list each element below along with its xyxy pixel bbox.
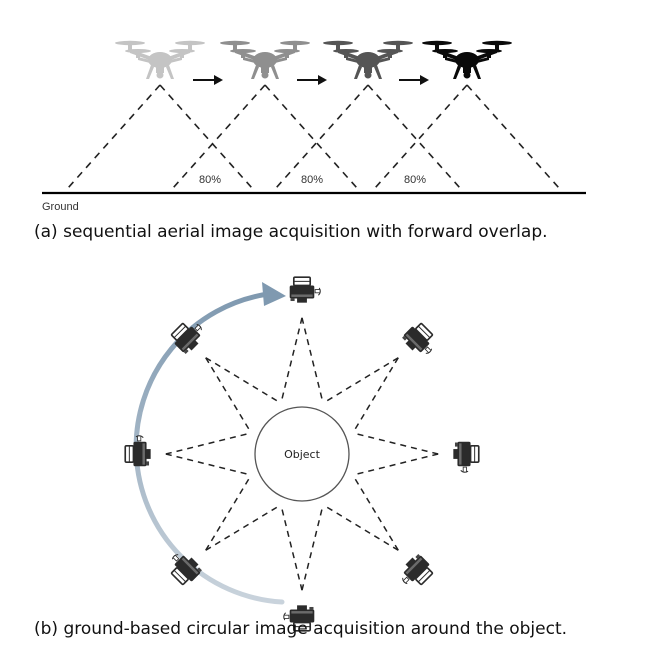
cone-4-right xyxy=(466,84,560,189)
camera-icon xyxy=(395,551,437,593)
view-ray xyxy=(280,504,303,591)
cone-1-left xyxy=(67,84,161,189)
panel-b: Object (b) ground-based circular image a… xyxy=(34,276,567,639)
forward-arrows xyxy=(193,75,429,85)
drones xyxy=(115,40,512,79)
cone-2-left xyxy=(172,84,266,189)
view-cones xyxy=(67,84,560,189)
forward-arrow-2 xyxy=(297,75,327,85)
drone-icon xyxy=(323,40,413,79)
cone-3-right xyxy=(367,84,461,189)
camera-icon xyxy=(452,440,480,474)
overlap-label-2: 80% xyxy=(301,174,323,186)
cone-4-left xyxy=(374,84,468,189)
cone-1-right xyxy=(159,84,253,189)
overlap-label-3: 80% xyxy=(404,174,426,186)
camera-icon xyxy=(288,276,322,304)
cone-2-right xyxy=(264,84,358,189)
view-ray xyxy=(322,504,399,551)
view-ray xyxy=(352,474,399,551)
view-ray xyxy=(205,357,252,434)
view-ray xyxy=(352,453,439,476)
view-ray xyxy=(205,504,282,551)
drone-icon xyxy=(220,40,310,79)
overlap-label-1: 80% xyxy=(199,174,221,186)
camera-icon xyxy=(399,319,441,361)
cone-3-left xyxy=(275,84,369,189)
ground-label: Ground xyxy=(42,201,79,213)
caption-b: (b) ground-based circular image acquisit… xyxy=(34,619,567,639)
view-ray xyxy=(205,474,252,551)
view-ray xyxy=(205,357,282,404)
camera-icon xyxy=(124,434,152,468)
star-rays xyxy=(165,317,439,591)
drone-icon xyxy=(422,40,512,79)
panel-a: 80% 80% 80% Ground (a) sequential aerial… xyxy=(34,40,586,242)
view-ray xyxy=(165,432,252,455)
object-label: Object xyxy=(284,448,321,461)
view-ray xyxy=(322,357,399,404)
view-ray xyxy=(280,317,303,404)
forward-arrow-3 xyxy=(399,75,429,85)
object-circle xyxy=(254,406,350,502)
caption-a: (a) sequential aerial image acquisition … xyxy=(34,222,548,242)
forward-arrow-1 xyxy=(193,75,223,85)
drone-icon xyxy=(115,40,205,79)
view-ray xyxy=(165,453,252,476)
view-ray xyxy=(352,357,399,434)
view-ray xyxy=(301,317,324,404)
view-ray xyxy=(352,432,439,455)
view-ray xyxy=(301,504,324,591)
